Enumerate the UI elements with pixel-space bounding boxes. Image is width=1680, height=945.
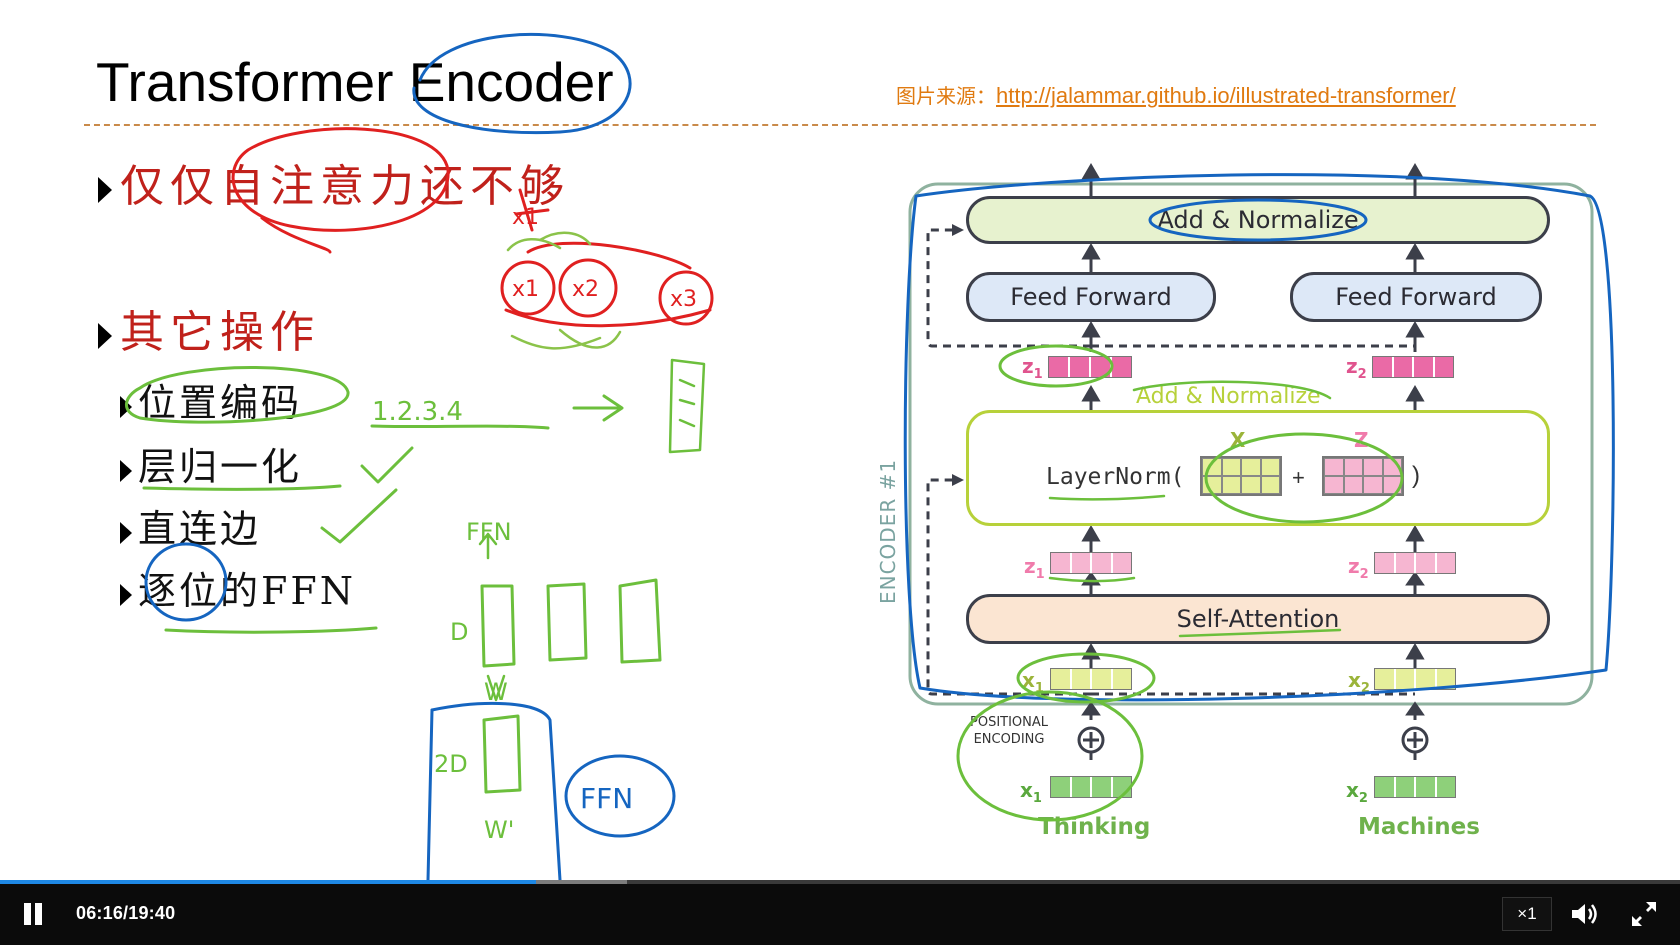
- time-display: 06:16/19:40: [76, 903, 176, 923]
- z1-vector: [1050, 552, 1132, 574]
- current-time: 06:16: [76, 903, 124, 923]
- input-word-machines: Machines: [1358, 814, 1480, 840]
- z2-label: z2: [1346, 354, 1367, 382]
- source-link[interactable]: http://jalammar.github.io/illustrated-tr…: [996, 83, 1456, 108]
- z2-vector: [1374, 552, 1456, 574]
- video-controls: 06:16/19:40 ×1: [0, 884, 1680, 945]
- z2-vector-output: [1372, 356, 1454, 378]
- embedding-x1-label: x1: [1020, 778, 1042, 806]
- input-word-thinking: Thinking: [1038, 814, 1151, 840]
- x-mark-label: X: [1230, 428, 1246, 452]
- source-label: 图片来源：: [896, 84, 996, 108]
- x2-vector: [1374, 668, 1456, 690]
- image-source: 图片来源：http://jalammar.github.io/illustrat…: [896, 80, 1456, 109]
- x1-vector: [1050, 668, 1132, 690]
- encoder-diagram: Add & Normalize Feed Forward Feed Forwar…: [876, 163, 1594, 840]
- z-matrix: [1322, 456, 1404, 496]
- fullscreen-icon: [1632, 902, 1656, 926]
- embedding-x2-vector: [1374, 776, 1456, 798]
- progress-played: [0, 880, 536, 885]
- embedding-x1-vector: [1050, 776, 1132, 798]
- x1-label: x1: [1022, 668, 1044, 696]
- progress-bar[interactable]: [0, 880, 1680, 885]
- feed-forward-box-2: Feed Forward: [1290, 272, 1542, 322]
- sub-bullet-text: 层归一化: [138, 445, 303, 489]
- add-normalize-top-box: Add & Normalize: [966, 196, 1550, 244]
- volume-icon: [1572, 904, 1597, 924]
- lecture-slide: Transformer Encoder 图片来源：http://jalammar…: [0, 0, 1680, 884]
- z1-vector-output: [1048, 356, 1132, 378]
- title-divider: [84, 124, 1596, 126]
- z1-label: z1: [1022, 354, 1043, 382]
- bullet-triangle-icon: [120, 521, 132, 544]
- bullet-triangle-icon: [120, 459, 132, 482]
- z1-label-lower: z1: [1024, 554, 1045, 582]
- pause-icon: [24, 903, 31, 925]
- embedding-x2-label: x2: [1346, 778, 1368, 806]
- residual-arrow-icon: [952, 224, 964, 236]
- x2-label: x2: [1348, 668, 1370, 696]
- rparen: ): [1412, 462, 1420, 489]
- positional-encoding-plus-icons: [1077, 726, 1429, 754]
- duration: 19:40: [128, 903, 176, 923]
- bullet-text: 其它操作: [120, 307, 320, 358]
- layernorm-text: LayerNorm(: [1046, 464, 1185, 490]
- encoder-label: ENCODER #1: [876, 458, 900, 604]
- fullscreen-button[interactable]: [1630, 900, 1658, 928]
- plus-sign: +: [1292, 465, 1305, 490]
- add-normalize-mid-label: Add & Normalize: [1136, 384, 1321, 409]
- self-attention-box: Self-Attention: [966, 594, 1550, 644]
- x-matrix: [1200, 456, 1282, 496]
- residual-arrow-icon: [952, 474, 964, 486]
- bullet-triangle-icon: [98, 322, 112, 349]
- bullet-triangle-icon: [120, 583, 132, 606]
- playback-speed-button[interactable]: ×1: [1502, 897, 1552, 931]
- pause-button[interactable]: [22, 903, 44, 925]
- feed-forward-box-1: Feed Forward: [966, 272, 1216, 322]
- z2-label-lower: z2: [1348, 554, 1369, 582]
- z-mark-label: Z: [1354, 428, 1369, 452]
- bullet-other-operations: 其它操作: [98, 296, 320, 360]
- sub-bullet-layer-norm: 层归一化: [120, 436, 302, 491]
- volume-button[interactable]: [1570, 900, 1600, 928]
- bullet-triangle-icon: [98, 176, 112, 203]
